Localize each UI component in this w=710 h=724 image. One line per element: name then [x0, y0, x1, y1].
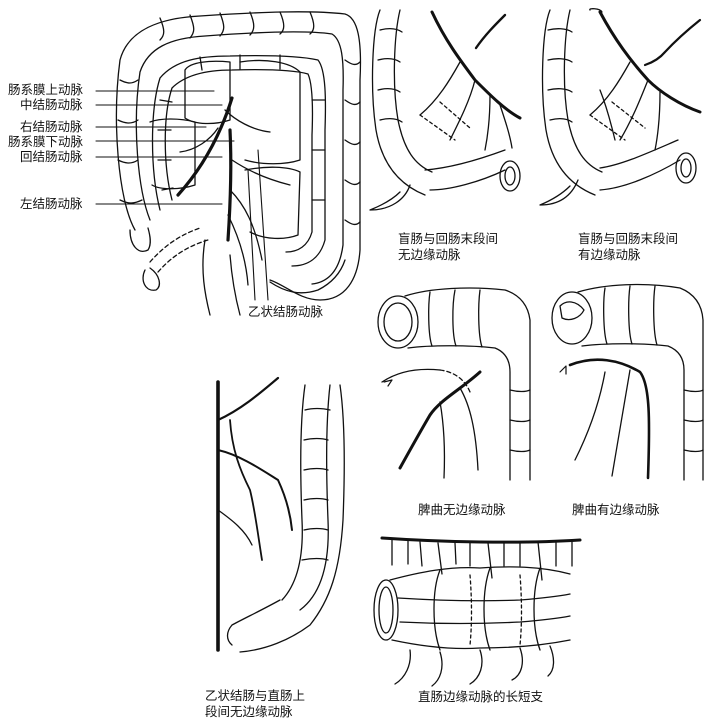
colon-frame-outer	[115, 11, 362, 301]
colon-overview-drawing	[95, 11, 362, 316]
splenic-flexure-no-marginal-drawing	[377, 287, 531, 481]
leader-lines	[95, 90, 235, 205]
label-sigmoid-artery: 乙状结肠动脉	[248, 304, 324, 319]
terminal-ileum-dashed	[149, 227, 209, 273]
superior-mesenteric-artery	[176, 96, 234, 197]
cecum-ileum-no-marginal-drawing	[369, 9, 522, 211]
label-middle-colic-artery: 中结肠动脉	[20, 97, 83, 112]
marginal-artery-bar	[380, 536, 582, 544]
inferior-mesenteric-artery	[226, 128, 233, 242]
marginal-artery-bold-2	[568, 358, 651, 480]
splenic-flexure-with-marginal-drawing	[551, 283, 704, 481]
caption-splenic-with-marginal: 脾曲有边缘动脉	[572, 502, 660, 517]
caption-cecum-ileum-with-marginal: 盲肠与回肠末段间 有边缘动脉	[578, 231, 679, 262]
cecum-ileum-with-marginal-drawing	[539, 8, 702, 206]
caption-cecum-ileum-no-marginal: 盲肠与回肠末段间 无边缘动脉	[398, 231, 499, 262]
caption-splenic-no-marginal: 脾曲无边缘动脉	[418, 502, 506, 517]
colon-frame-inner	[135, 31, 344, 285]
sigmoid-rectum-drawing	[216, 376, 345, 653]
label-left-colic-artery: 左结肠动脉	[20, 196, 83, 211]
rectal-branches-drawing	[373, 536, 582, 687]
label-right-colic-artery: 右结肠动脉	[20, 119, 83, 134]
label-ileocolic-artery: 回结肠动脉	[20, 149, 83, 164]
label-inferior-mesenteric-artery: 肠系膜下动脉	[8, 134, 84, 149]
marginal-artery-bold	[398, 370, 482, 470]
ileocolic-artery-bold	[430, 10, 522, 120]
caption-rectal-long-short-branches: 直肠边缘动脉的长短支	[418, 689, 544, 704]
label-superior-mesenteric-artery: 肠系膜上动脉	[8, 82, 84, 97]
caption-sigmoid-rectum-no-marginal: 乙状结肠与直肠上 段间无边缘动脉	[205, 688, 306, 719]
